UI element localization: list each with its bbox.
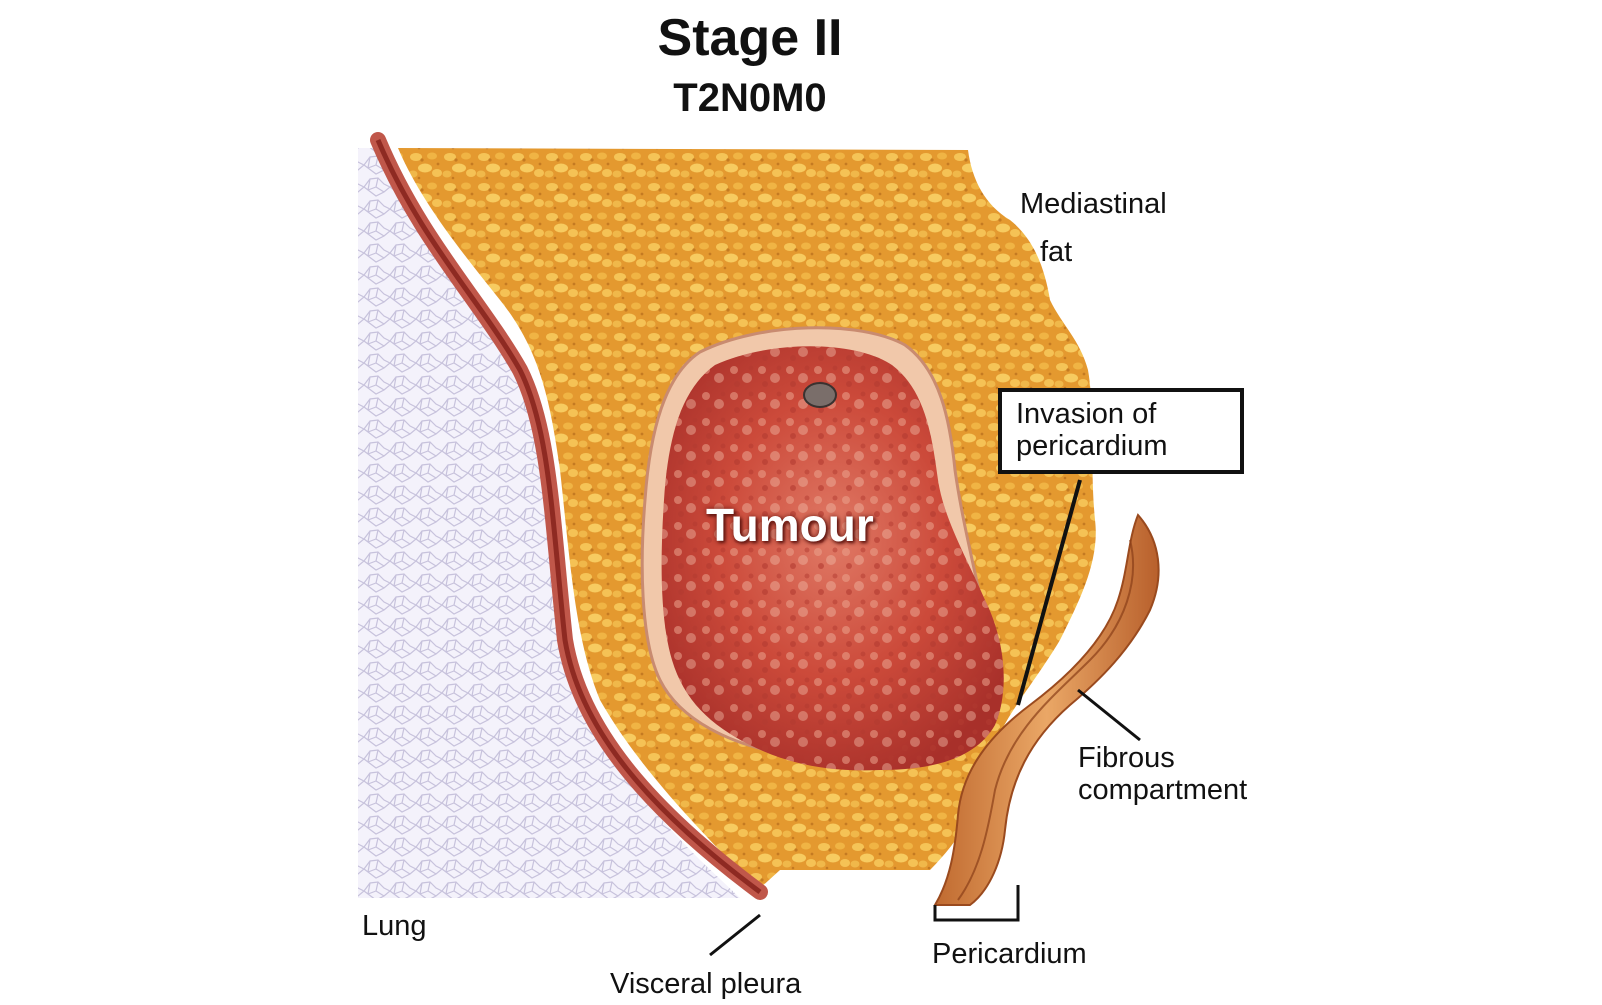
invasion-label-line1: Invasion of [1016, 398, 1157, 430]
pleura-leader-line [709, 913, 761, 957]
fibrous-label-line1: Fibrous [1078, 742, 1175, 774]
visceral-pleura-label: Visceral pleura [610, 968, 802, 1000]
fibrous-leader-line [1077, 688, 1141, 742]
lung-tissue [358, 148, 740, 898]
tnm-subtitle: T2N0M0 [673, 76, 827, 120]
lung-label: Lung [362, 910, 427, 942]
fibrous-label-line2: compartment [1078, 774, 1248, 806]
invasion-callout-box: Invasion of pericardium [998, 388, 1244, 474]
invasion-label-line2: pericardium [1016, 430, 1168, 462]
mediastinal-fat-label-line2: fat [1040, 236, 1073, 268]
pericardium-label: Pericardium [932, 938, 1087, 970]
mediastinal-fat-label-line1: Mediastinal [1020, 188, 1167, 220]
pericardium-bracket [933, 885, 1020, 922]
invasion-leader-line [1016, 479, 1082, 706]
tumour-label: Tumour [706, 499, 874, 551]
stage-title: Stage II [657, 9, 843, 67]
